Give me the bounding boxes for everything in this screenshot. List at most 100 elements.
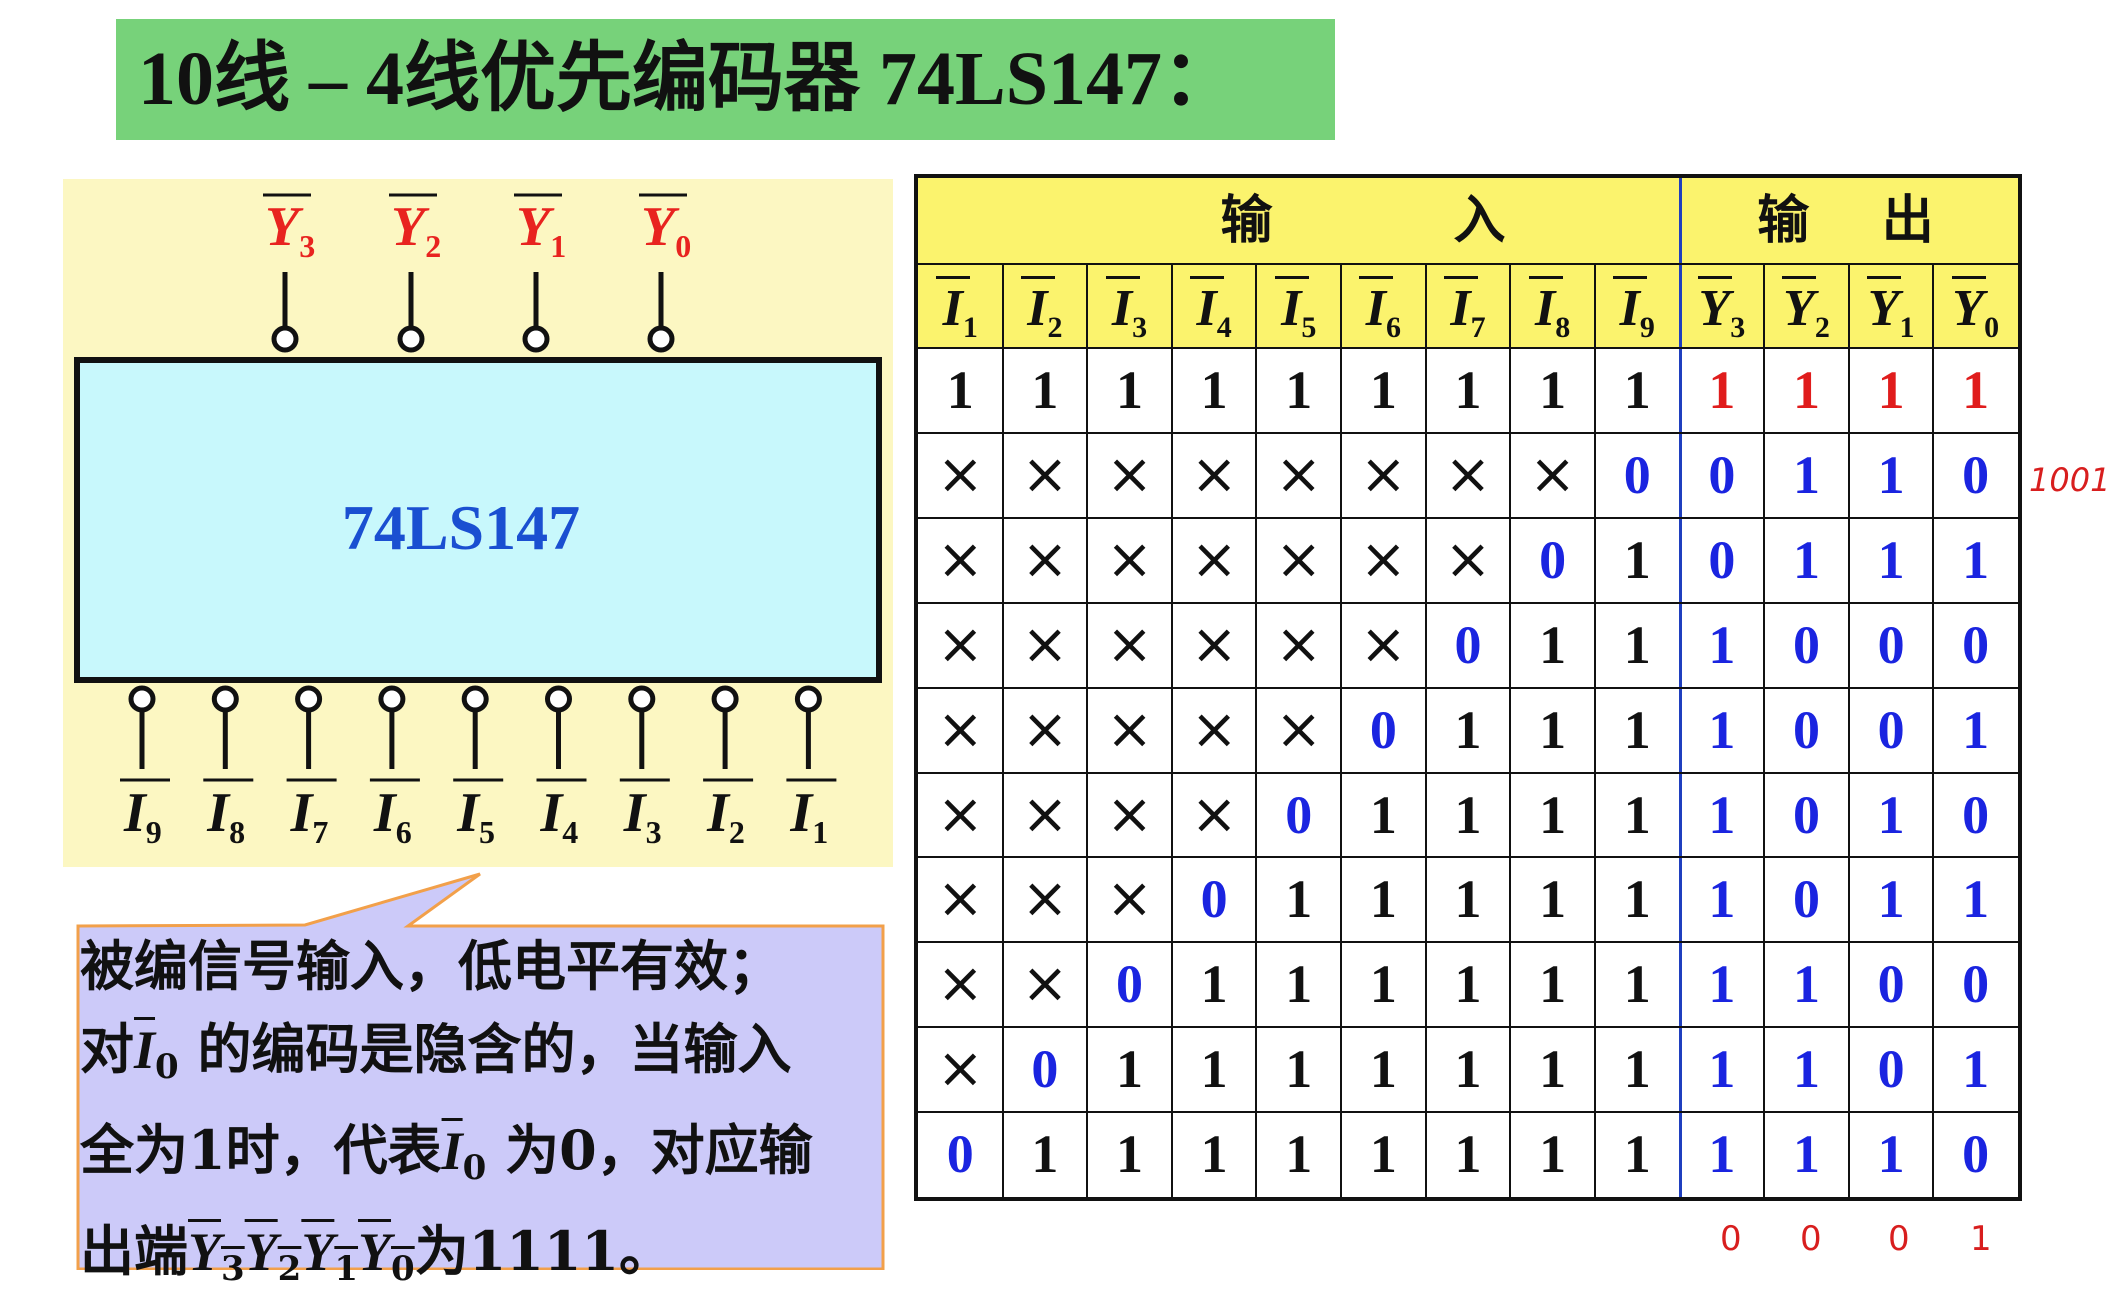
table-cell: 1: [1962, 699, 1990, 760]
table-cell: ×: [1190, 441, 1238, 507]
input-pin-i9: I9: [120, 685, 170, 850]
table-cell: 1: [1877, 529, 1905, 590]
column-header-y2: Y2: [1764, 264, 1849, 348]
chip-name-label: 74LS147: [342, 492, 580, 563]
table-cell: ×: [1106, 526, 1153, 592]
table-vline: [1424, 264, 1427, 1197]
table-cell: 0: [1708, 444, 1736, 505]
table-cell: 1: [1708, 1124, 1736, 1185]
table-cell: ×: [936, 866, 984, 932]
table-cell: 1: [1877, 360, 1905, 420]
table-cell: 0: [1877, 1039, 1905, 1100]
input-pin-i7: I7: [286, 685, 337, 850]
table-cell: 0: [1285, 784, 1313, 845]
table-cell: 1: [1539, 784, 1567, 845]
table-cell: 0: [1792, 784, 1820, 845]
svg-text:I3: I3: [623, 782, 662, 850]
table-cell: 1: [1962, 529, 1990, 590]
table-cell: 1: [1792, 360, 1820, 420]
table-cell: 0: [1962, 784, 1990, 845]
callout-var-y3: Y: [188, 1222, 221, 1282]
table-vline: [1763, 264, 1766, 1197]
table-vline: [1001, 264, 1004, 1197]
table-cell: 1: [1454, 1124, 1482, 1185]
table-cell: 1: [1285, 1124, 1313, 1185]
table-cell: 1: [1708, 784, 1736, 845]
table-cell: 1: [1285, 954, 1313, 1015]
table-cell: 1: [1708, 869, 1736, 930]
table-cell: 1: [1285, 869, 1313, 930]
column-header-i9: I9: [1594, 264, 1680, 348]
table-cell: 0: [1877, 699, 1905, 760]
input-pin-i6: I6: [369, 685, 420, 850]
table-cell: ×: [936, 696, 984, 762]
callout-line-2: 对I0 的编码是隐含的，当输入: [80, 1017, 792, 1087]
table-cell: ×: [1021, 696, 1069, 762]
table-vline: [1255, 264, 1258, 1197]
table-cell: ×: [1106, 611, 1153, 677]
callout-var-y2: Y: [244, 1222, 278, 1282]
table-cell: ×: [1359, 611, 1407, 677]
output-group-label: 输 出: [1757, 191, 1934, 251]
table-cell: 0: [1962, 444, 1990, 505]
table-cell: 1: [1539, 954, 1567, 1015]
table-cell: 1: [1454, 954, 1482, 1015]
table-cell: 1: [1369, 869, 1397, 930]
table-vline: [1509, 264, 1512, 1197]
table-cell: ×: [1359, 526, 1407, 592]
callout-output-vars: Y3Y2Y1Y0: [188, 1222, 415, 1289]
table-cell: 0: [1962, 614, 1990, 675]
handwritten-note: 0: [1720, 1219, 1742, 1259]
output-pin-y3: Y3: [263, 193, 315, 353]
column-header-y3: Y3: [1679, 264, 1765, 348]
table-cell: 1: [1623, 869, 1651, 930]
table-cell: 1: [1285, 360, 1313, 420]
table-hline: [918, 1026, 2018, 1029]
table-vline: [1340, 264, 1343, 1197]
table-cell: 1: [1792, 954, 1820, 1015]
table-cell: ×: [1190, 781, 1238, 847]
table-cell: 1: [1454, 784, 1482, 845]
table-cell: 0: [1031, 1039, 1059, 1100]
table-cell: 0: [1539, 529, 1567, 590]
table-cell: 0: [1454, 614, 1482, 675]
column-header-i2: I2: [1002, 264, 1088, 348]
column-header-y0: Y0: [1933, 264, 2018, 348]
svg-text:I1: I1: [789, 782, 828, 850]
table-cell: 1: [1200, 1039, 1228, 1100]
table-cell: 1: [1031, 360, 1059, 420]
table-cell: 1: [1539, 869, 1567, 930]
table-cell: 0: [1877, 954, 1905, 1015]
column-header-y1: Y1: [1848, 264, 1934, 348]
callout-line-4: 出端Y3Y2Y1Y0为1111。: [80, 1219, 673, 1289]
table-cell: 1: [1454, 1039, 1482, 1100]
table-hline: [918, 856, 2018, 859]
callout-text: 被编信号输入，低电平有效； 对I0 的编码是隐含的，当输入 全为1时，代表I0 …: [80, 925, 880, 1311]
table-cell: 1: [1708, 614, 1736, 675]
table-cell: 1: [1962, 1039, 1990, 1100]
table-cell: 1: [1708, 699, 1736, 760]
table-cell: ×: [1106, 781, 1153, 847]
table-cell: 0: [1792, 614, 1820, 675]
table-vline: [1086, 264, 1089, 1197]
table-cell: 1: [1877, 444, 1905, 505]
table-cell: ×: [1021, 441, 1069, 507]
table-cell: ×: [936, 611, 984, 677]
table-hline: [918, 1111, 2018, 1114]
table-cell: 1: [1200, 954, 1228, 1015]
watermark: [1560, 0, 2120, 40]
table-cell: 1: [946, 360, 974, 420]
svg-text:I7: I7: [290, 782, 329, 850]
callout-line-1: 被编信号输入，低电平有效；: [80, 934, 782, 998]
column-header-i7: I7: [1425, 264, 1511, 348]
output-pin-y2: Y2: [389, 193, 441, 353]
svg-text:1001: 1001: [2029, 461, 2110, 499]
table-vline: [1593, 264, 1596, 1197]
handwritten-note: 0: [1888, 1219, 1910, 1259]
table-cell: 1: [1623, 954, 1651, 1015]
table-cell: 1: [1454, 869, 1482, 930]
table-hline: [918, 771, 2018, 774]
